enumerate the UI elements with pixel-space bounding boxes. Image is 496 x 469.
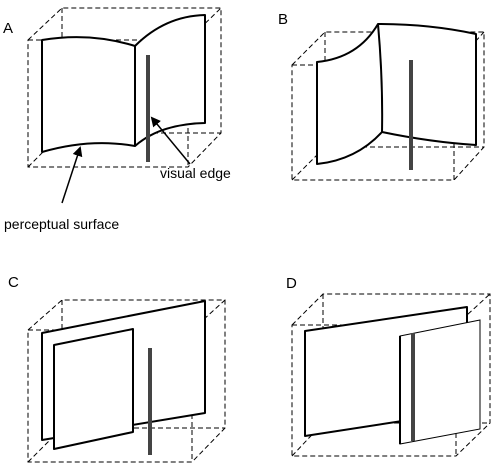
panel-a: A visual edge perceptual surface: [3, 7, 231, 232]
surface-fold-b: [377, 23, 384, 133]
perceptual-surface-label: perceptual surface: [4, 216, 119, 232]
perceptual-surface-a: [41, 14, 206, 153]
panel-label-b: B: [278, 11, 288, 28]
visual-edge-arrow: [150, 116, 191, 165]
panel-label-a: A: [3, 20, 13, 37]
panel-c: C: [8, 274, 226, 463]
perceptual-surface-b: [316, 23, 477, 165]
panel-label-d: D: [286, 275, 297, 292]
visual-edge-label: visual edge: [160, 165, 231, 181]
front-plane-c: [53, 328, 134, 450]
perceptual-surface-arrow: [61, 146, 83, 204]
panel-d: D: [286, 275, 491, 457]
panel-label-c: C: [8, 274, 19, 291]
panel-b: B: [278, 11, 485, 181]
